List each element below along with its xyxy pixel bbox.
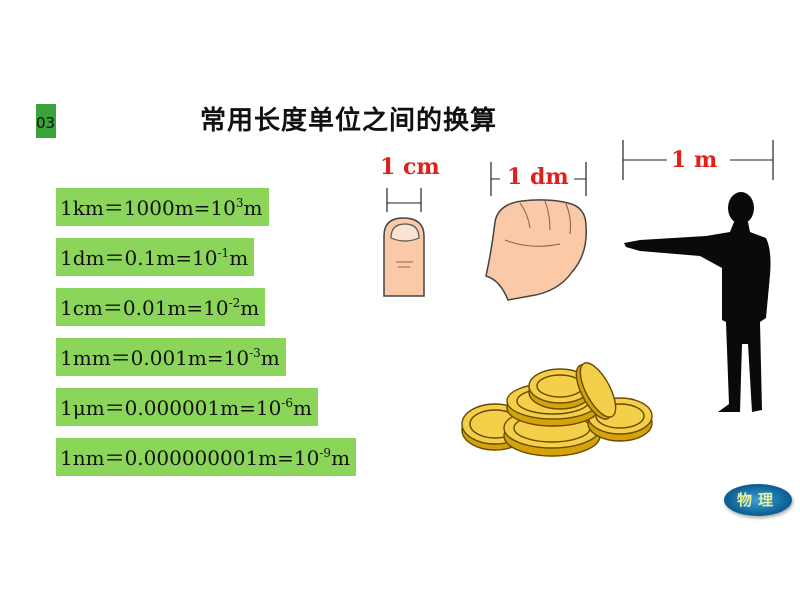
- conversion-exponent: -2: [228, 296, 241, 310]
- conversion-mm: 1mm＝0.001m=10-3m: [56, 338, 286, 376]
- conversion-exponent: -6: [281, 396, 293, 410]
- conversion-exponent: -3: [249, 346, 261, 360]
- conversion-unit: m: [243, 196, 263, 220]
- conversion-lead: 1km＝1000m=10: [60, 196, 236, 220]
- arm-length-label: 1 m: [671, 147, 718, 173]
- conversion-cm: 1cm＝0.01m=10-2m: [56, 288, 266, 326]
- conversion-unit: m: [331, 446, 351, 470]
- conversion-unit: m: [240, 296, 260, 320]
- conversion-dm: 1dm＝0.1m=10-1m: [56, 238, 255, 276]
- conversion-lead: 1μm＝0.000001m=10: [60, 396, 282, 420]
- conversion-lead: 1mm＝0.001m=10: [60, 346, 250, 370]
- conversion-lead: 1cm＝0.01m=10: [60, 296, 229, 320]
- slide-number-badge: 03: [36, 104, 56, 138]
- finger-length-label: 1 cm: [380, 154, 440, 180]
- finger-illustration: [383, 188, 425, 297]
- coin-pile-illustration: [461, 362, 653, 457]
- fist-illustration: [485, 162, 587, 301]
- conversion-um: 1μm＝0.000001m=10-6m: [56, 388, 318, 426]
- conversion-unit: m: [260, 346, 280, 370]
- conversion-exponent: -1: [217, 246, 230, 260]
- conversion-lead: 1nm＝0.000000001m=10: [60, 446, 320, 470]
- slide-title: 常用长度单位之间的换算: [200, 106, 498, 136]
- person-silhouette-illustration: [622, 140, 774, 412]
- conversion-unit: m: [293, 396, 312, 420]
- conversion-exponent: 3: [235, 196, 244, 210]
- physics-logo: 物理: [724, 484, 792, 516]
- conversion-km: 1km＝1000m=103m: [56, 188, 269, 226]
- conversion-unit: m: [229, 246, 249, 270]
- conversion-nm: 1nm＝0.000000001m=10-9m: [56, 438, 357, 476]
- fist-length-label: 1 dm: [507, 164, 569, 190]
- conversion-lead: 1dm＝0.1m=10: [60, 246, 218, 270]
- conversion-exponent: -9: [319, 446, 332, 460]
